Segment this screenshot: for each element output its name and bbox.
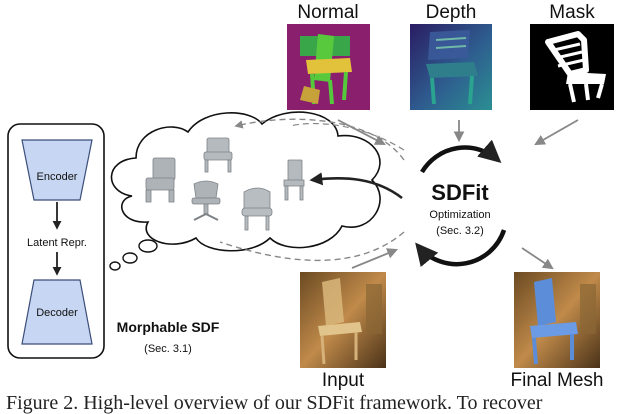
optimization-section: (Sec. 3.2) <box>436 225 484 237</box>
decoder-label: Decoder <box>36 307 78 319</box>
mask-image <box>530 24 614 110</box>
figure-caption: Figure 2. High-level overview of our SDF… <box>6 392 543 414</box>
encoder-block <box>21 139 93 201</box>
normal-map-image <box>287 24 370 110</box>
normal-to-sdfit-arrow <box>337 119 386 145</box>
dashed-cloud-top-link <box>234 118 405 161</box>
latent-label: Latent Repr. <box>27 237 87 249</box>
input-image <box>300 272 386 368</box>
sdfit-to-final-mesh-arrow <box>521 247 554 270</box>
mask-to-sdfit-arrow <box>534 119 579 146</box>
chair-shape-3 <box>191 180 221 221</box>
morphable-sdf-section: (Sec. 3.1) <box>144 343 192 355</box>
final-mesh-label: Final Mesh <box>511 370 604 391</box>
sdfit-title: SDFit <box>431 180 489 205</box>
optimization-cycle <box>415 139 507 268</box>
sdfit-to-shape-space-arrow <box>309 172 403 200</box>
decoder-block <box>21 279 93 345</box>
chair-shape-2 <box>203 137 233 173</box>
depth-label: Depth <box>426 2 477 23</box>
depth-map-image <box>410 24 492 110</box>
input-to-sdfit-arrow <box>351 248 398 269</box>
input-label: Input <box>322 370 365 391</box>
chair-shape-4 <box>241 187 273 231</box>
mask-label: Mask <box>549 2 595 23</box>
optimization-label: Optimization <box>429 209 490 221</box>
final-mesh-image <box>514 272 600 368</box>
shape-space-cloud <box>109 111 381 271</box>
morphable-sdf-title: Morphable SDF <box>117 319 220 335</box>
normal-label: Normal <box>297 2 358 23</box>
chair-shape-5 <box>283 159 305 201</box>
chair-shape-1 <box>145 157 176 203</box>
dashed-cloud-bottom-link <box>219 231 405 262</box>
encoder-label: Encoder <box>37 171 78 183</box>
